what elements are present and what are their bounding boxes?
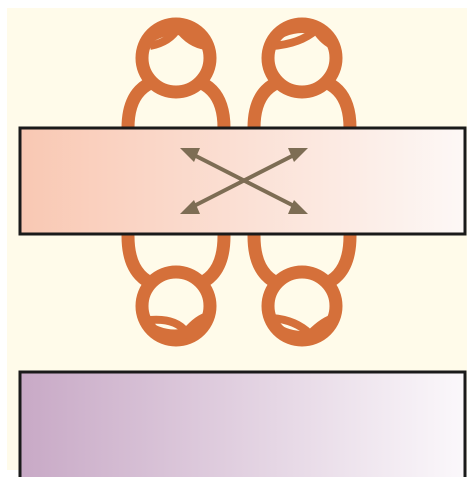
person-icon-bottom-right	[254, 236, 350, 340]
person-icon-top-right	[254, 23, 350, 128]
table-bottom	[20, 372, 465, 477]
person-icon-top-left	[128, 24, 224, 128]
person-icon-bottom-left	[128, 236, 224, 340]
